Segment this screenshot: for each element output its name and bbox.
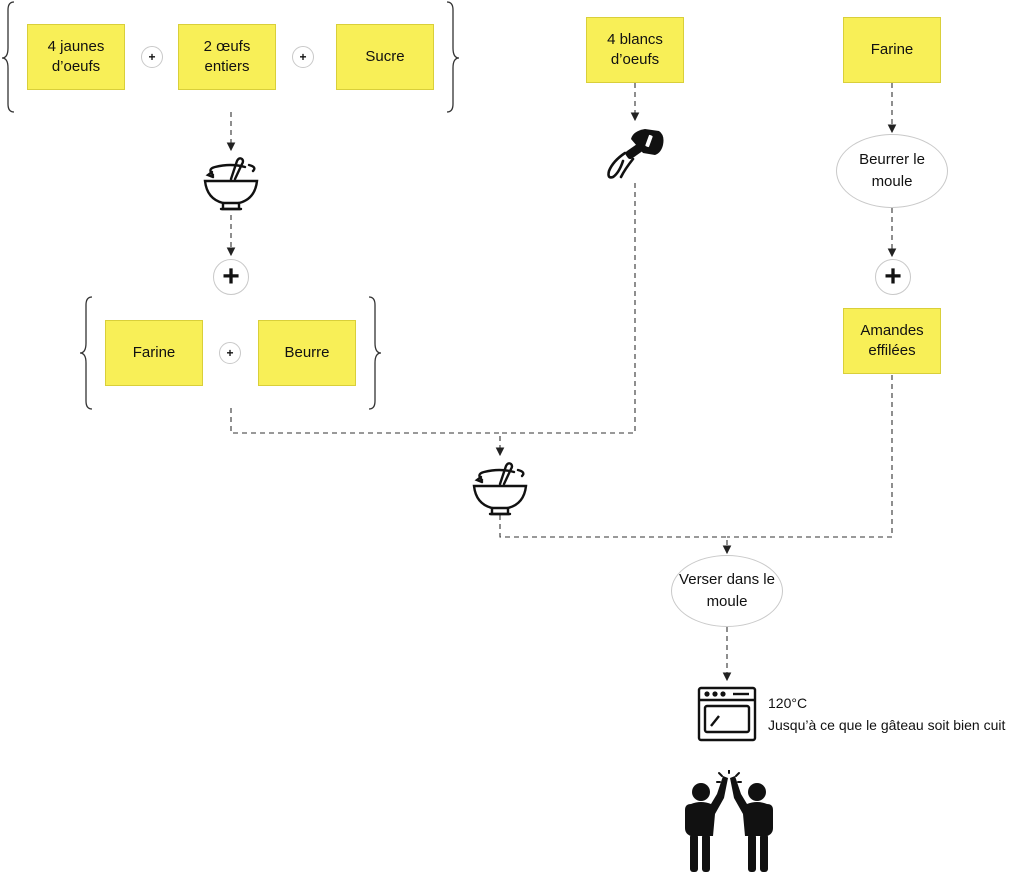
note-almonds: Amandes effilées <box>843 308 941 374</box>
hand-mixer-icon <box>607 129 664 179</box>
connector-group2-to-bowl2 <box>230 408 505 457</box>
plus-circle-small: + <box>141 46 163 68</box>
mixing-bowl-icon <box>203 157 259 211</box>
note-flour-left: Farine <box>105 320 203 386</box>
brace-group1-left <box>1 1 15 113</box>
note-sugar: Sucre <box>336 24 434 90</box>
note-flour-right: Farine <box>843 17 941 83</box>
plus-circle-small: + <box>292 46 314 68</box>
plus-circle-small: + <box>219 342 241 364</box>
note-butter: Beurre <box>258 320 356 386</box>
step-pour-mold: Verser dans le moule <box>671 555 783 627</box>
oven-instruction: Jusqu’à ce que le gâteau soit bien cuit <box>768 717 1006 733</box>
oven-temperature: 120°C <box>768 695 808 711</box>
note-egg-whites: 4 blancs d’oeufs <box>586 17 684 83</box>
connector-mixer-to-bowl2 <box>500 183 636 434</box>
connector-almonds-to-pour <box>727 375 893 538</box>
note-whole-eggs: 2 œufs entiers <box>178 24 276 90</box>
high-five-icon <box>685 770 773 872</box>
connector-bowl2-to-pour <box>499 515 732 555</box>
mixing-bowl-icon <box>472 462 528 516</box>
brace-group1-right <box>446 1 460 113</box>
step-butter-mold: Beurrer le moule <box>836 134 948 208</box>
plus-circle-large: + <box>875 259 911 295</box>
brace-group2-right <box>368 296 382 410</box>
brace-group2-left <box>79 296 93 410</box>
oven-icon <box>697 686 757 742</box>
plus-circle-large: + <box>213 259 249 295</box>
note-egg-yolks: 4 jaunes d’oeufs <box>27 24 125 90</box>
